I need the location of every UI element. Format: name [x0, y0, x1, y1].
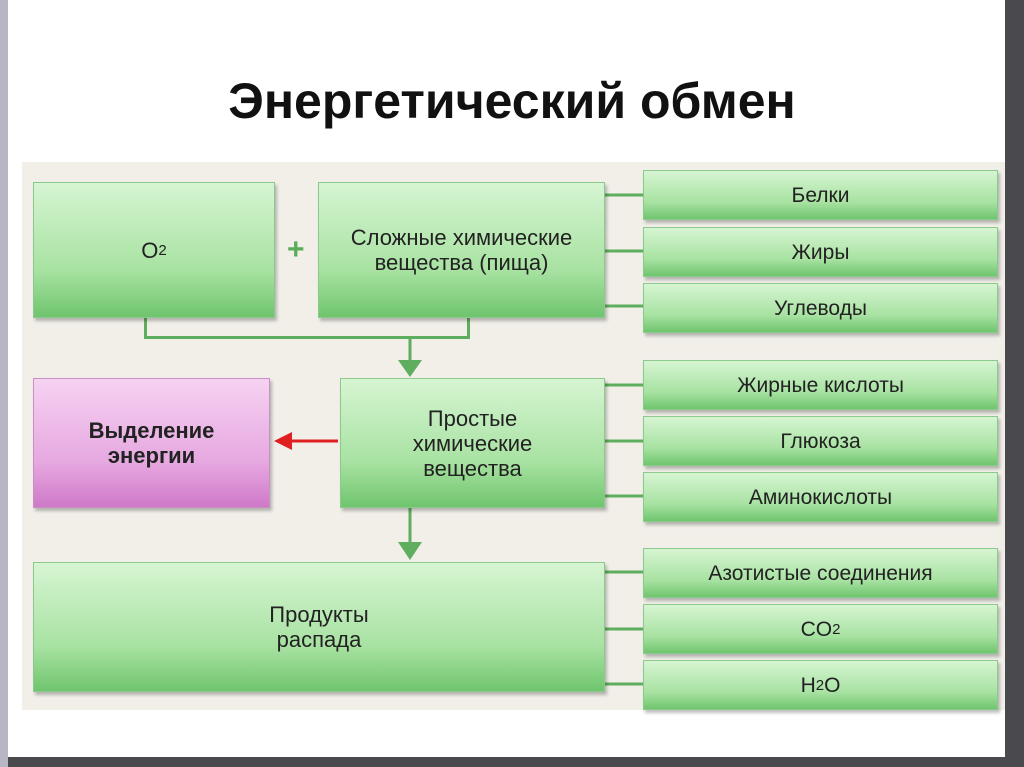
side-connectors	[605, 193, 643, 686]
item-amino-acids: Аминокислоты	[643, 472, 998, 522]
simple-substances-box: Простые химические вещества	[340, 378, 605, 508]
item-fatty-acids: Жирные кислоты	[643, 360, 998, 410]
frame-border	[0, 0, 8, 767]
slide-title: Энергетический обмен	[228, 73, 796, 129]
connector	[144, 318, 147, 338]
co2-sub: 2	[832, 620, 841, 638]
complex-substances-box: Сложные химические вещества (пища)	[318, 182, 605, 318]
energy-release-box: Выделение энергии	[33, 378, 270, 508]
arrow-down-2-head	[398, 542, 422, 560]
co2-label: CO	[800, 617, 833, 641]
decay-products-box: Продукты распада	[33, 562, 605, 692]
item-proteins: Белки	[643, 170, 998, 220]
arrow-left-red-head	[274, 432, 292, 450]
plus-sign: +	[287, 233, 305, 266]
h2o-o: O	[824, 673, 841, 697]
item-glucose: Глюкоза	[643, 416, 998, 466]
h2o-h: H	[800, 673, 816, 697]
item-nitrogen-compounds: Азотистые соединения	[643, 548, 998, 598]
h2o-sub: 2	[815, 676, 825, 694]
connector	[467, 318, 470, 338]
connector	[144, 336, 470, 339]
arrow-down-1-head	[398, 360, 422, 377]
item-carbohydrates: Углеводы	[643, 283, 998, 333]
o2-sub: 2	[158, 241, 167, 259]
item-fats: Жиры	[643, 227, 998, 277]
o2-label: O	[141, 237, 159, 263]
